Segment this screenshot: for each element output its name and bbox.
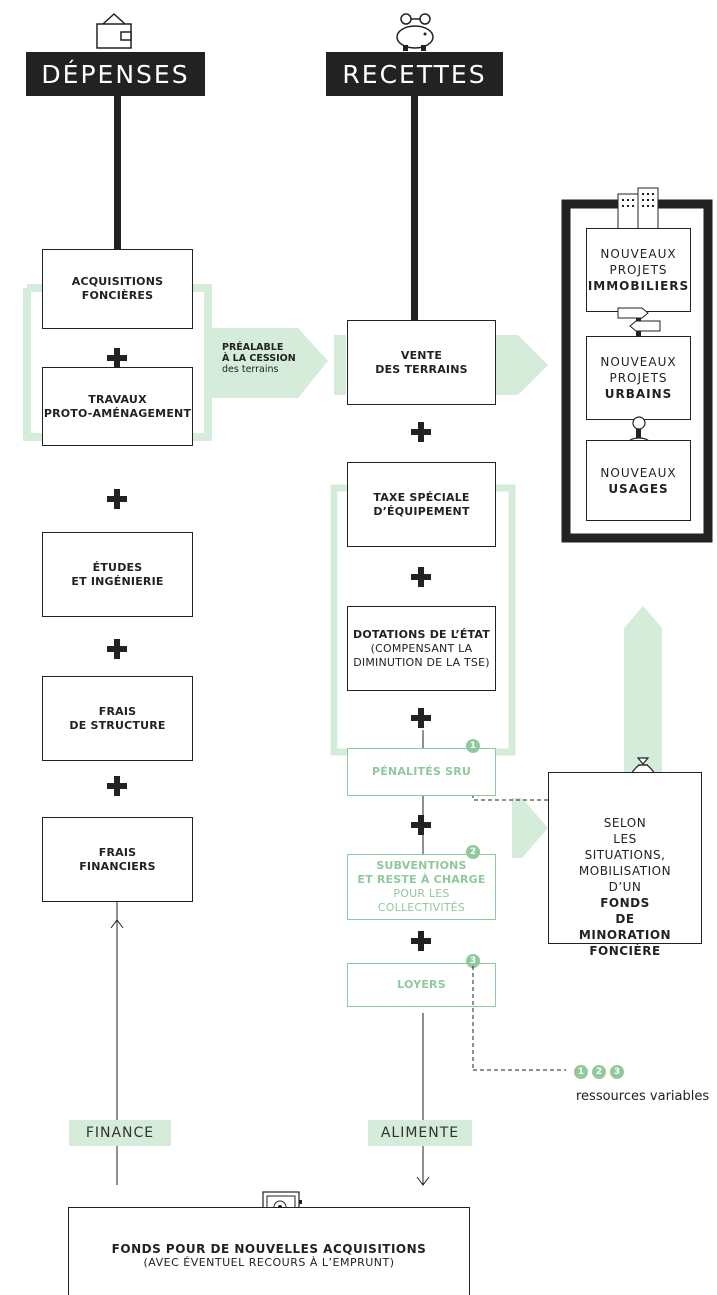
frais-structure-line-2: DE STRUCTURE: [69, 718, 166, 732]
etudes-line-1: ÉTUDES: [92, 560, 143, 574]
vente-bracket-left: [334, 335, 346, 395]
prealable-line-2: À LA CESSION: [222, 353, 296, 364]
right-bracket-left: [330, 484, 347, 756]
subventions-line-2: ET RESTE À CHARGE: [357, 873, 486, 886]
frais-structure-box: FRAIS DE STRUCTURE: [42, 676, 193, 761]
projets-urbains-box: NOUVEAUX PROJETS URBAINS: [586, 336, 691, 420]
number-badge-3: 3: [466, 954, 480, 968]
dotations-line-3: DIMINUTION DE LA TSE): [353, 655, 490, 669]
building-icon: [614, 186, 662, 232]
taxe-line-1: TAXE SPÉCIALE: [373, 490, 470, 504]
plus-icon: [411, 931, 431, 951]
subventions-line-3: POUR LES COLLECTIVITÉS: [377, 887, 466, 914]
fonds-subtitle: (AVEC ÉVENTUEL RECOURS À L’EMPRUNT): [143, 1256, 395, 1269]
travaux-line-2: PROTO-AMÉNAGEMENT: [43, 406, 192, 420]
subventions-box: SUBVENTIONS ET RESTE À CHARGE POUR LES C…: [347, 854, 496, 920]
dotations-line-1: DOTATIONS DE L’ÉTAT: [353, 627, 490, 641]
frais-structure-line-1: FRAIS: [98, 704, 137, 718]
dotations-line-2: (COMPENSANT LA: [370, 641, 473, 655]
dotations-box: DOTATIONS DE L’ÉTAT (COMPENSANT LA DIMIN…: [347, 606, 496, 691]
usages-line-2: USAGES: [608, 481, 669, 496]
acquisitions-line-1: ACQUISITIONS: [71, 275, 164, 288]
frais-financiers-line-1: FRAIS: [98, 845, 137, 859]
number-badge-2: 2: [466, 845, 480, 859]
recettes-trunk-line: [411, 96, 418, 321]
selon-bold-1: FONDS: [600, 896, 650, 910]
fonds-box: FONDS POUR DE NOUVELLES ACQUISITIONS (AV…: [68, 1207, 470, 1295]
acquisitions-line-2: FONCIÈRES: [81, 289, 154, 302]
selon-line-5: D’UN: [608, 880, 642, 894]
plus-icon: [107, 776, 127, 796]
up-arrow: [624, 606, 662, 772]
usages-line-1: NOUVEAUX: [600, 465, 677, 480]
projets-immobiliers-box: NOUVEAUX PROJETS IMMOBILIERS: [586, 228, 691, 312]
prealable-arrow: [208, 328, 328, 398]
plus-icon: [411, 708, 431, 728]
legend-badge-3: 3: [610, 1065, 624, 1079]
vente-line-2: DES TERRAINS: [375, 362, 468, 376]
selon-line-2: LES: [613, 832, 637, 846]
vente-arrow: [496, 335, 548, 395]
acquisitions-box: ACQUISITIONS FONCIÈRES: [42, 249, 193, 329]
loyers-box: LOYERS: [347, 963, 496, 1007]
fonds-title: FONDS POUR DE NOUVELLES ACQUISITIONS: [111, 1242, 427, 1256]
selon-line-4: MOBILISATION: [578, 864, 672, 878]
number-badge-1: 1: [466, 739, 480, 753]
right-bracket-right: [496, 484, 516, 756]
selon-box: SELON LES SITUATIONS, MOBILISATION D’UN …: [548, 772, 702, 958]
travaux-line-1: TRAVAUX: [88, 392, 147, 406]
selon-bold-3: MINORATION: [578, 928, 672, 942]
left-bracket-left: [23, 284, 42, 441]
plus-icon: [411, 567, 431, 587]
plus-icon: [411, 422, 431, 442]
nouveaux-usages-box: NOUVEAUX USAGES: [586, 440, 691, 521]
plus-icon: [107, 348, 127, 368]
plus-icon: [107, 489, 127, 509]
vente-line-1: VENTE: [400, 348, 443, 362]
recettes-header: RECETTES: [326, 52, 503, 96]
immobiliers-line-1: NOUVEAUX: [600, 247, 677, 261]
travaux-box: TRAVAUX PROTO-AMÉNAGEMENT: [42, 367, 193, 446]
depenses-trunk-line: [114, 96, 121, 249]
penalites-box: PÉNALITÉS SRU: [347, 748, 496, 796]
taxe-line-2: D’ÉQUIPEMENT: [373, 504, 470, 518]
selon-line-1: SELON: [603, 816, 647, 830]
penalites-text: PÉNALITÉS SRU: [371, 765, 472, 778]
etudes-line-2: ET INGÉNIERIE: [71, 574, 164, 588]
immobiliers-line-3: IMMOBILIERS: [587, 279, 690, 293]
selon-arrow: [512, 798, 548, 858]
frais-financiers-line-2: FINANCIERS: [79, 859, 156, 873]
urbains-line-2: PROJETS: [609, 371, 668, 385]
legend-badge-2: 2: [592, 1065, 606, 1079]
piggy-bank-icon: [393, 12, 443, 52]
finance-label: FINANCE: [69, 1120, 171, 1146]
prealable-line-1: PRÉALABLE: [222, 342, 284, 353]
plus-icon: [411, 815, 431, 835]
prealable-line-3: des terrains: [222, 364, 279, 375]
vente-box: VENTE DES TERRAINS: [347, 320, 496, 405]
legend-text: ressources variables: [576, 1089, 710, 1104]
signpost-icon: [616, 304, 666, 336]
plus-icon: [107, 639, 127, 659]
selon-bold-4: FONCIÈRE: [589, 944, 661, 958]
immobiliers-line-2: PROJETS: [609, 263, 668, 277]
prealable-label: PRÉALABLE À LA CESSION des terrains: [222, 342, 302, 375]
etudes-box: ÉTUDES ET INGÉNIERIE: [42, 532, 193, 617]
selon-bold-2: DE: [615, 912, 635, 926]
taxe-box: TAXE SPÉCIALE D’ÉQUIPEMENT: [347, 462, 496, 547]
selon-line-3: SITUATIONS,: [584, 848, 666, 862]
depenses-header: DÉPENSES: [26, 52, 205, 96]
subventions-line-1: SUBVENTIONS: [376, 859, 467, 872]
alimente-label: ALIMENTE: [368, 1120, 472, 1146]
legend-badge-1: 1: [574, 1065, 588, 1079]
urbains-line-3: URBAINS: [604, 387, 673, 401]
frais-financiers-box: FRAIS FINANCIERS: [42, 817, 193, 902]
loyers-text: LOYERS: [397, 978, 446, 991]
wallet-icon: [93, 10, 135, 50]
urbains-line-1: NOUVEAUX: [600, 355, 677, 369]
